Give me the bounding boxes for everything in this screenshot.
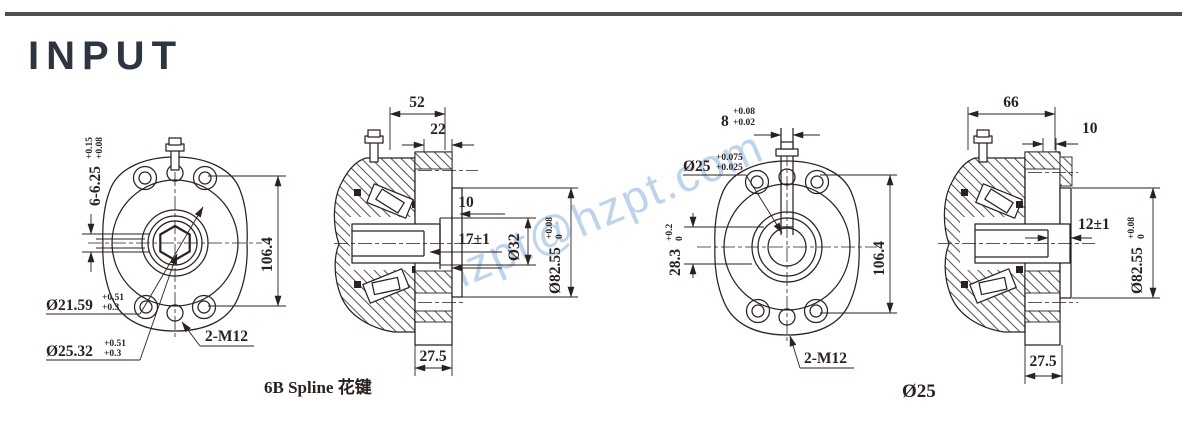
- dim-key-height: 28.3: [667, 249, 684, 276]
- dim-spline-major-lower-tol: +0.3: [104, 349, 122, 359]
- dim-flange-height-2: 106.4: [871, 241, 888, 276]
- dim-pilot-dia-2: Ø82.55: [1129, 247, 1146, 294]
- dim-flange-thickness-2: 27.5: [1029, 353, 1056, 370]
- dim-key-width-lower-tol: +0.02: [733, 118, 755, 128]
- dim-spline-minor-dia: Ø21.59: [46, 297, 93, 314]
- dim-key-height-upper-tol: +0.2: [665, 223, 675, 241]
- dim-overall-depth-2: 66: [1003, 94, 1019, 111]
- top-rule: [5, 12, 1182, 16]
- dim-step-depth: 22: [430, 121, 446, 138]
- view-key-front: 8 +0.08 +0.02 Ø25 +0.075 +0.025 28.3 +0.…: [665, 107, 936, 402]
- dim-spline-length: 10: [458, 194, 474, 211]
- view-spline-front: 6-6.25 +0.15 +0.08 106.4 Ø21.59 +0.51 +0…: [46, 137, 372, 397]
- dim-mounting-holes-2: 2-M12: [804, 350, 847, 367]
- dim-pilot-dia-2-upper-tol: +0.08: [1127, 217, 1137, 239]
- dim-pilot-dia-lower-tol: 0: [555, 234, 565, 239]
- dim-slot-width: 6-6.25: [87, 166, 104, 206]
- caption-spline: 6B Spline 花键: [264, 377, 372, 397]
- dim-spline-depth: 17±1: [458, 231, 490, 248]
- dim-overall-depth: 52: [409, 94, 425, 111]
- page-title: INPUT: [28, 34, 183, 78]
- dim-key-height-lower-tol: 0: [675, 236, 685, 241]
- dim-pilot-length: 10: [1082, 120, 1098, 137]
- dim-pilot-dia-2-lower-tol: 0: [1137, 234, 1147, 239]
- dim-spline-minor-lower-tol: +0.3: [102, 303, 120, 313]
- dim-pilot-dia-upper-tol: +0.08: [545, 217, 555, 239]
- dim-spline-major-dia: Ø25.32: [46, 343, 93, 360]
- dim-shaft-dia: Ø25: [683, 158, 711, 175]
- dim-pilot-dia: Ø82.55: [547, 247, 564, 294]
- dim-bore-dia: Ø32: [506, 233, 523, 261]
- dim-slot-width-upper-tol: +0.15: [85, 137, 95, 159]
- dim-mounting-holes: 2-M12: [205, 328, 248, 345]
- caption-key-shaft: Ø25: [902, 381, 936, 402]
- dim-key-width: 8: [721, 113, 729, 130]
- dim-shaft-dia-upper-tol: +0.075: [716, 153, 743, 163]
- view-spline-section: 52 22 10 17±1 Ø32 Ø: [333, 94, 578, 376]
- view-key-section: 66 10 12±1 Ø82.55 +0.08 0 27.5: [938, 94, 1160, 384]
- dim-flange-height: 106.4: [259, 237, 276, 272]
- dim-shaft-dia-lower-tol: +0.025: [716, 163, 743, 173]
- dim-spline-minor-upper-tol: +0.51: [102, 293, 124, 303]
- dim-slot-width-lower-tol: +0.08: [95, 137, 105, 159]
- dim-key-width-upper-tol: +0.08: [733, 107, 755, 117]
- dim-shaft-length: 12±1: [1078, 216, 1110, 233]
- dim-spline-major-upper-tol: +0.51: [104, 339, 126, 349]
- dim-flange-thickness: 27.5: [419, 348, 446, 365]
